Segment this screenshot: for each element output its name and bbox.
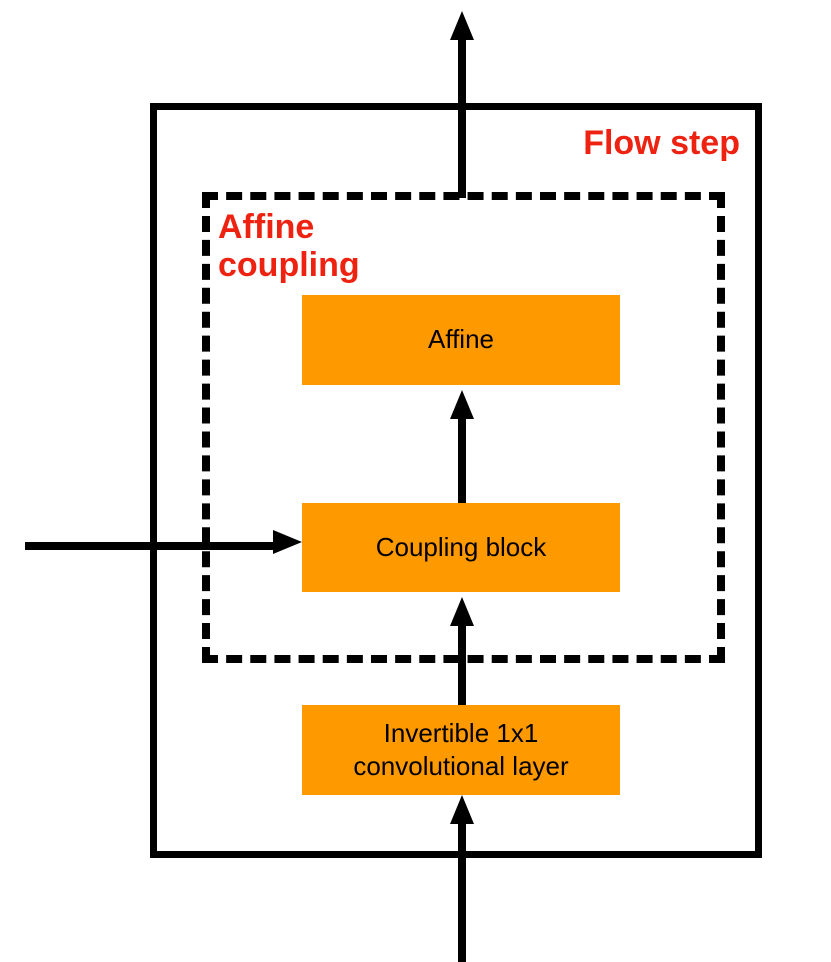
- output-top-arrow-head-icon: [450, 11, 474, 40]
- output-top-arrow-shaft: [458, 38, 466, 198]
- node-affine[interactable]: Affine: [302, 295, 620, 385]
- coupling-to-affine-arrow-shaft: [458, 418, 466, 503]
- affine-coupling-label-line1: Affine: [218, 208, 315, 246]
- coupling-to-affine-arrow-head-icon: [450, 390, 474, 419]
- input-left-arrow-shaft: [25, 542, 280, 550]
- conv-to-coupling-arrow-head-icon: [450, 597, 474, 626]
- node-coupling-block-label: Coupling block: [375, 531, 547, 562]
- node-invertible-conv-label-line1: Invertible 1x1: [383, 717, 539, 748]
- input-bottom-arrow-head-icon: [450, 795, 474, 824]
- flow-step-container: [150, 103, 762, 858]
- node-coupling-block[interactable]: Coupling block: [302, 503, 620, 592]
- node-invertible-conv-label-line2: convolutional layer: [353, 751, 569, 781]
- node-affine-label: Affine: [427, 324, 494, 355]
- input-left-arrow-head-icon: [273, 530, 302, 554]
- input-bottom-arrow-shaft: [458, 823, 466, 962]
- affine-coupling-label-line2: coupling: [218, 246, 360, 285]
- conv-to-coupling-arrow-shaft: [458, 625, 466, 705]
- flow-step-label: Flow step: [583, 124, 740, 162]
